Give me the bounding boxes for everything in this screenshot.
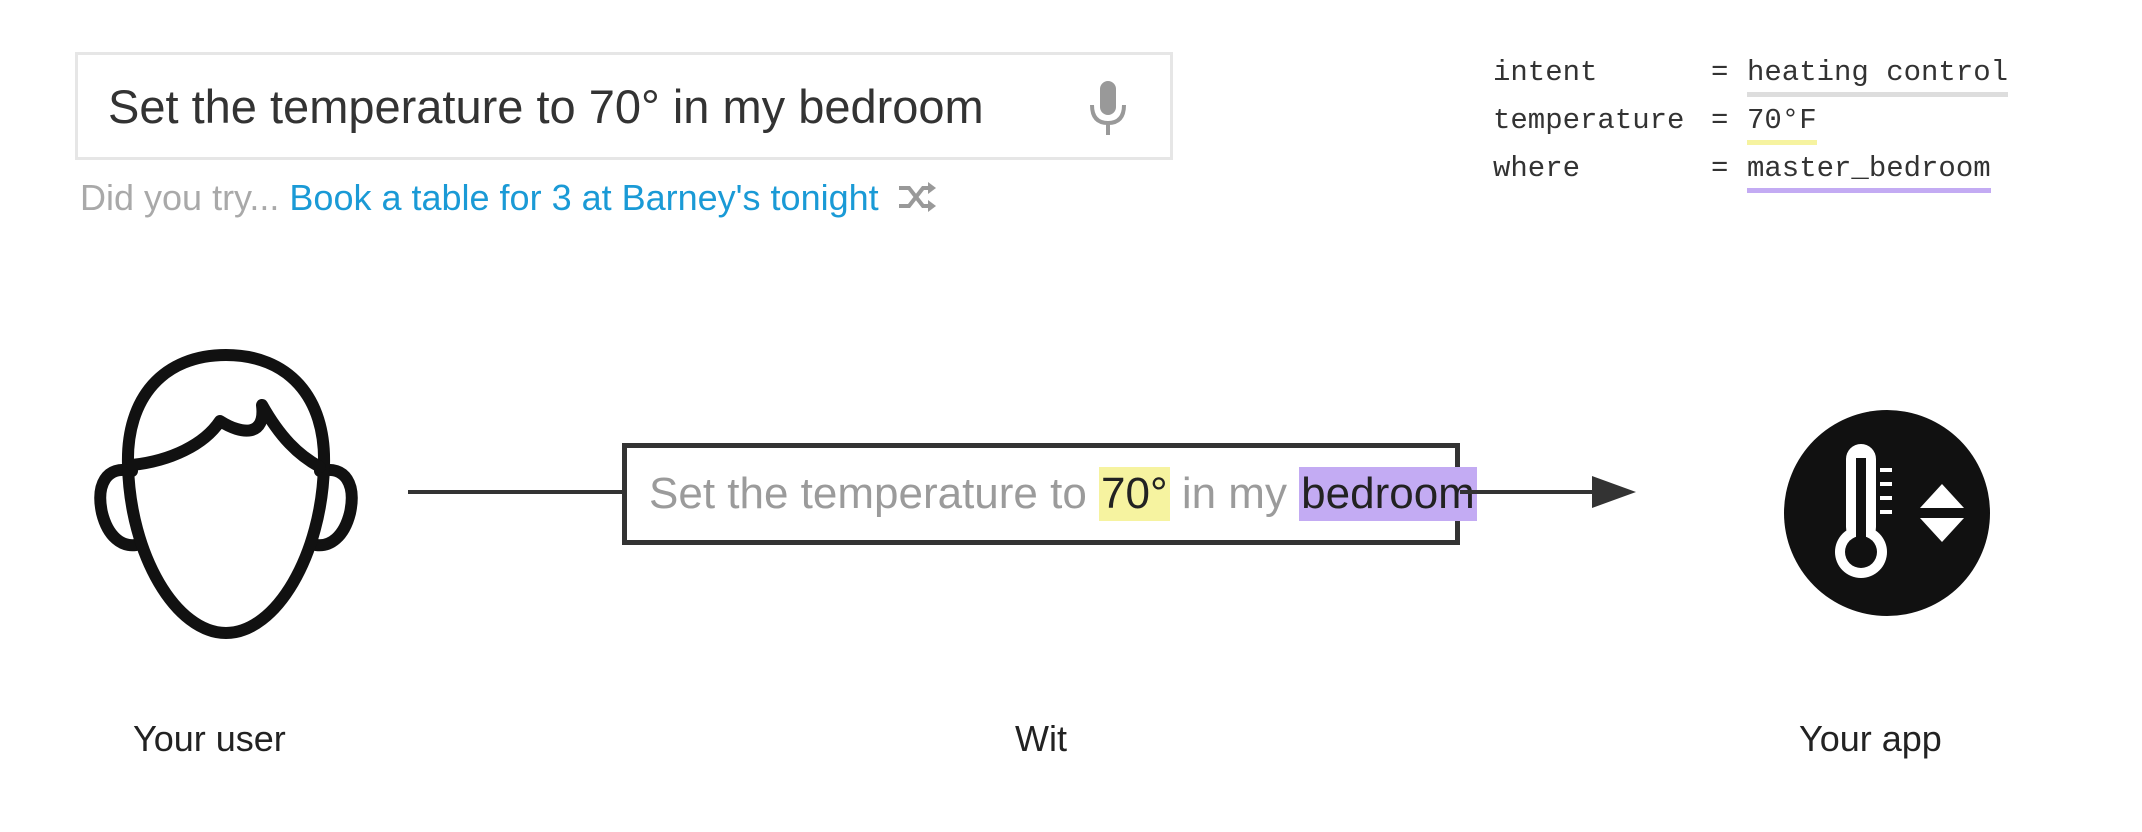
user-face-icon [94, 348, 358, 640]
wit-text-segment: in my [1169, 469, 1300, 518]
wit-text-segment: Set the temperature to [649, 469, 1100, 518]
wit-box: Set the temperature to 70° in my bedroom [622, 443, 1477, 545]
connector-line-right [1460, 490, 1600, 494]
microphone-icon[interactable] [1086, 79, 1130, 139]
suggestion-link[interactable]: Book a table for 3 at Barney's tonight [289, 177, 879, 218]
parsed-output: intent=heating control temperature=70°F … [1493, 56, 2009, 200]
suggestion-prefix: Did you try... [80, 177, 280, 218]
thermostat-icon [1784, 410, 1990, 616]
parsed-key: where [1493, 152, 1581, 185]
label-your-user: Your user [133, 718, 286, 759]
parsed-value-temperature: 70°F [1747, 104, 1817, 145]
search-box [75, 52, 1173, 160]
parsed-value-where: master_bedroom [1747, 152, 1991, 193]
parsed-equals: = [1711, 56, 1729, 89]
search-input[interactable] [108, 55, 1068, 157]
label-wit: Wit [1015, 718, 1067, 759]
arrow-head-icon [1592, 476, 1636, 508]
parsed-equals: = [1711, 104, 1729, 137]
wit-highlight-location: bedroom [1299, 467, 1477, 521]
parsed-key: temperature [1493, 104, 1685, 137]
parsed-row-temperature: temperature = 70°F [1493, 104, 2008, 152]
shuffle-icon[interactable] [897, 180, 937, 214]
parsed-value-intent: heating control [1747, 56, 2009, 97]
parsed-row-where: where = master_bedroom [1493, 152, 2008, 200]
connector-line-left [408, 490, 624, 494]
suggestion: Did you try... Book a table for 3 at Bar… [80, 174, 937, 222]
wit-highlight-temperature: 70° [1099, 467, 1170, 521]
parsed-key: intent [1493, 56, 1598, 89]
parsed-row-intent: intent = heating control [1493, 56, 2009, 104]
label-your-app: Your app [1799, 718, 1942, 759]
parsed-equals: = [1711, 152, 1729, 185]
